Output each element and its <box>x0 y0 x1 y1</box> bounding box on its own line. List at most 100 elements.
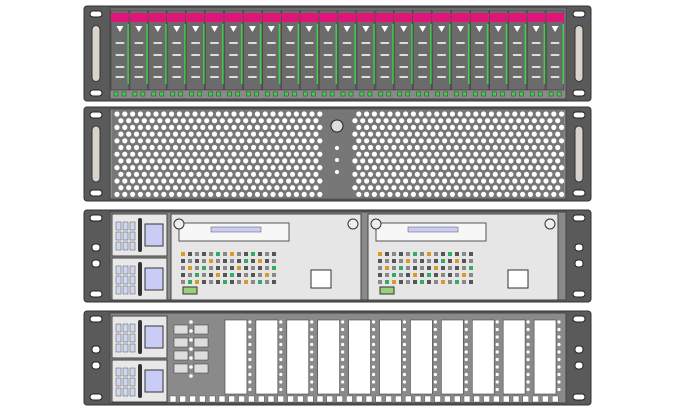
psu-vent <box>115 377 122 387</box>
vent-hole <box>495 320 499 324</box>
activity-led <box>284 91 289 97</box>
psu-vent <box>115 265 122 275</box>
port <box>385 266 389 270</box>
status-led <box>354 24 356 84</box>
grip-slot <box>455 42 465 44</box>
port <box>188 266 192 270</box>
mounting-hole <box>572 214 586 222</box>
vent-hole <box>526 380 530 384</box>
status-led <box>184 24 186 84</box>
port <box>462 273 466 277</box>
vent-hole <box>247 191 253 197</box>
vent-hole <box>161 138 167 144</box>
vent-hole <box>141 171 147 177</box>
port <box>230 259 234 263</box>
vent-hole <box>402 380 407 384</box>
vent-hole <box>551 138 557 144</box>
vent-hole <box>367 118 374 124</box>
vent-hole <box>403 165 409 171</box>
vent-hole <box>403 111 409 117</box>
activity-led <box>492 91 497 97</box>
vent-hole <box>274 185 280 191</box>
vent-hole <box>266 144 272 151</box>
vent-hole <box>555 158 561 164</box>
vent-square <box>307 395 314 403</box>
vent-hole <box>149 185 155 191</box>
vent-hole <box>414 185 420 191</box>
vent-hole <box>247 165 253 171</box>
vent-hole <box>352 118 358 124</box>
psu-vent <box>129 367 136 377</box>
vent-hole <box>231 165 237 171</box>
vent-hole <box>557 387 561 392</box>
vent-hole <box>496 138 502 144</box>
vent-hole <box>559 124 565 130</box>
vent-hole <box>118 185 124 191</box>
vent-hole <box>188 158 194 164</box>
vent-hole <box>248 350 252 354</box>
activity-led <box>254 91 259 97</box>
port <box>427 273 431 277</box>
vent-hole <box>422 171 428 177</box>
drive-label <box>489 13 508 22</box>
vent-hole <box>293 178 299 184</box>
vent-hole <box>282 171 288 177</box>
grip-slot <box>210 76 220 78</box>
port <box>216 259 220 263</box>
port <box>237 280 241 284</box>
grip-slot <box>399 54 409 56</box>
vent-hole <box>418 178 424 184</box>
expansion-slot-cover <box>410 319 433 395</box>
status-led <box>316 24 319 84</box>
vent-hole <box>488 151 494 157</box>
vent-hole <box>122 191 128 197</box>
vent-hole <box>211 144 218 151</box>
vent-hole <box>371 320 376 324</box>
vent-square <box>287 395 294 403</box>
activity-led <box>140 91 146 97</box>
vent-hole <box>301 151 307 157</box>
port <box>202 252 206 256</box>
status-led <box>259 24 262 84</box>
vent-hole <box>239 178 245 184</box>
vent-hole <box>301 178 307 184</box>
vent-hole <box>223 165 229 171</box>
vent-hole <box>352 185 358 191</box>
status-led <box>146 24 148 84</box>
vent-hole <box>539 171 545 177</box>
vent-hole <box>433 350 437 354</box>
vent-hole <box>559 191 565 197</box>
vent-hole <box>449 111 455 117</box>
activity-led <box>121 91 127 97</box>
vent-hole <box>539 185 545 191</box>
vent-hole <box>387 191 393 197</box>
grip-slot <box>172 42 182 44</box>
activity-led <box>246 91 251 97</box>
vent-hole <box>180 171 186 177</box>
vent-hole <box>137 124 143 130</box>
grip-slot <box>134 66 144 68</box>
grip-slot <box>512 54 522 56</box>
vent-hole <box>133 144 140 151</box>
vent-hole <box>141 144 147 151</box>
drive-label <box>413 13 432 22</box>
activity-led <box>511 91 516 97</box>
port <box>413 252 417 256</box>
vent-hole <box>239 165 245 171</box>
vent-hole <box>305 185 311 191</box>
vent-hole <box>279 320 283 324</box>
activity-led <box>216 91 221 97</box>
vent-hole <box>395 111 401 117</box>
vent-hole <box>235 171 241 177</box>
vent-hole <box>383 158 389 164</box>
psu-vent <box>115 231 122 241</box>
port <box>202 266 206 270</box>
port <box>420 273 424 277</box>
power-socket-icon <box>144 369 164 393</box>
vent-hole <box>192 124 198 130</box>
vent-hole <box>516 131 522 137</box>
vent-hole <box>248 357 252 362</box>
vent-hole <box>539 158 545 164</box>
vent-hole <box>375 171 381 177</box>
port <box>434 259 438 263</box>
